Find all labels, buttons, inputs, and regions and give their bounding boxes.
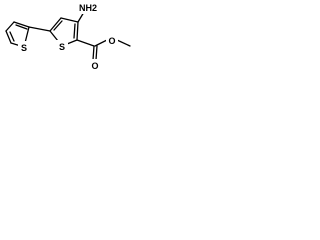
atom-labels: S S NH2 O O [18,2,118,71]
ester-oxygen-label: O [108,36,115,46]
bond [5,30,12,44]
double-bond-line [53,20,63,31]
double-bond-line [15,24,28,30]
molecule-structure: S S NH2 O O [5,2,131,71]
left-thiophene-ring [5,21,30,48]
ring-link-bond [28,26,51,32]
amino-label: NH2 [79,3,97,13]
methyl-bond [116,39,131,47]
double-bond-line [73,23,76,39]
bond [94,39,108,47]
bond [76,39,95,47]
bond [5,21,15,32]
bond [76,21,79,41]
sulfur-left-label: S [21,43,27,53]
ester-group [76,39,131,61]
double-bond-line [9,31,15,42]
carbonyl-bond [92,45,95,61]
bond [60,17,79,23]
carbonyl-bond [95,45,98,61]
bond [49,17,62,32]
bond [13,21,30,28]
sulfur-center-label: S [59,42,65,52]
carbonyl-oxygen-label: O [91,61,98,71]
